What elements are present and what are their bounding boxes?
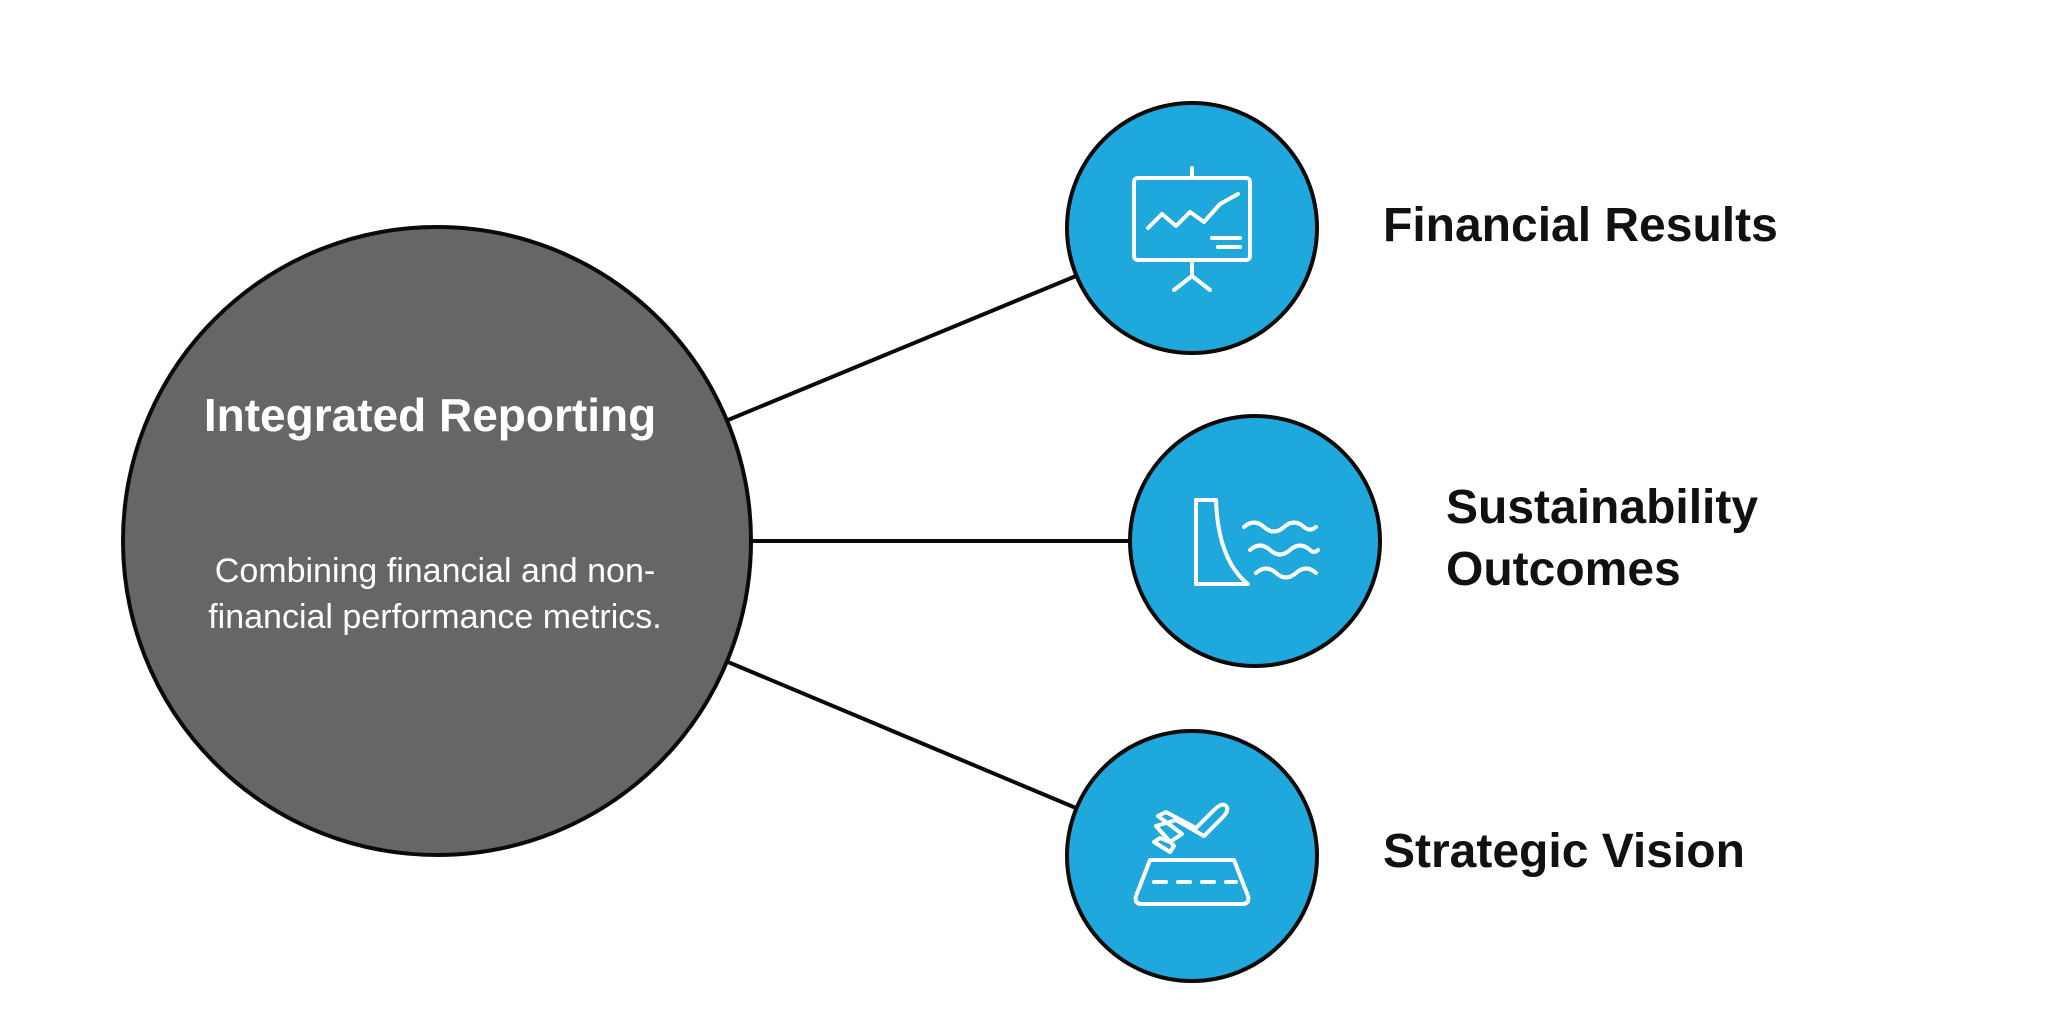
node-label-financial-results: Financial Results (1383, 199, 1778, 252)
hub-description: Combining financial and non-financial pe… (208, 552, 662, 636)
hub-title: Integrated Reporting (203, 389, 657, 441)
connector-strategic-vision (727, 660, 1077, 810)
airplane-runway-icon (1133, 802, 1251, 906)
presentation-chart-icon (1132, 166, 1252, 292)
node-strategic-vision (1065, 729, 1319, 983)
node-sustainability-outcomes (1128, 414, 1382, 668)
dam-water-icon (1194, 498, 1320, 586)
node-circle (1065, 101, 1319, 355)
node-circle (1065, 729, 1319, 983)
node-label-strategic-vision: Strategic Vision (1383, 825, 1745, 878)
connector-financial-results (727, 274, 1077, 422)
node-circle (1128, 414, 1382, 668)
node-label-sustainability-outcomes: Sustainability Outcomes (1446, 481, 1759, 596)
hub-circle (121, 225, 753, 857)
node-financial-results (1065, 101, 1319, 355)
